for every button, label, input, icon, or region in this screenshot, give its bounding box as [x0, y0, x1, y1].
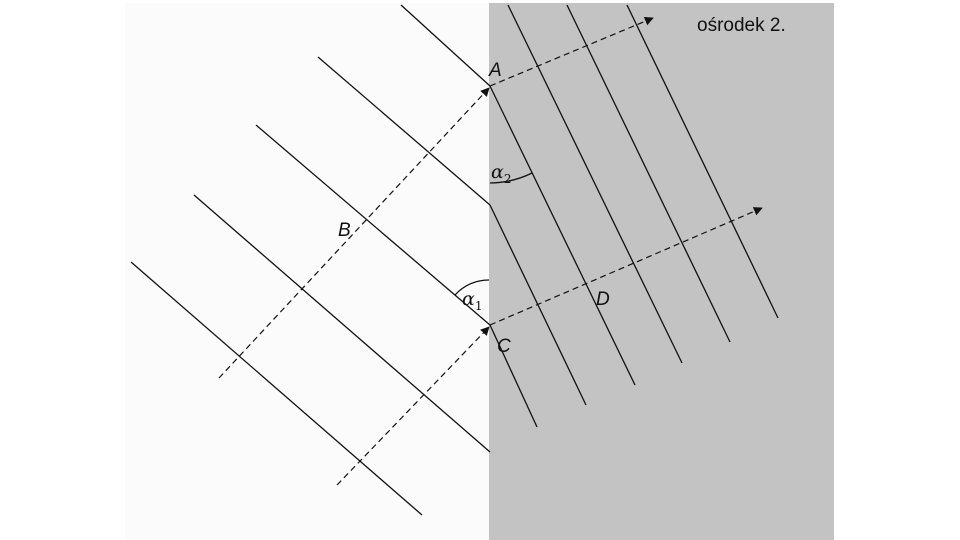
point-D-label: D	[596, 289, 610, 310]
refracted-wavefront-3	[489, 85, 636, 386]
point-C-label: C	[497, 336, 511, 357]
refracted-wavefront-4	[507, 4, 683, 364]
incident-ray-2	[336, 326, 490, 486]
incident-wavefront-4	[193, 194, 491, 453]
medium-1-region	[125, 3, 489, 540]
refracted-wavefront-1	[489, 324, 538, 428]
angle-alpha1-label: α1	[462, 288, 482, 313]
point-A-label: A	[488, 60, 502, 81]
angle-alpha1-arc	[454, 279, 490, 296]
incident-wavefront-2	[317, 56, 491, 206]
medium-2-label: ośrodek 2.	[697, 15, 786, 36]
incident-wavefront-3	[255, 124, 491, 326]
angle-alpha2-label: α2	[491, 161, 511, 186]
incident-wavefront-1	[400, 4, 491, 87]
incident-wavefront-5	[130, 261, 423, 516]
angle-alpha2-arc	[489, 172, 533, 184]
incident-ray-1	[218, 87, 490, 379]
point-B-label: B	[338, 220, 351, 241]
refracted-wavefront-6	[626, 4, 779, 319]
medium-2-region	[489, 3, 834, 540]
refracted-wavefront-5	[566, 4, 731, 343]
